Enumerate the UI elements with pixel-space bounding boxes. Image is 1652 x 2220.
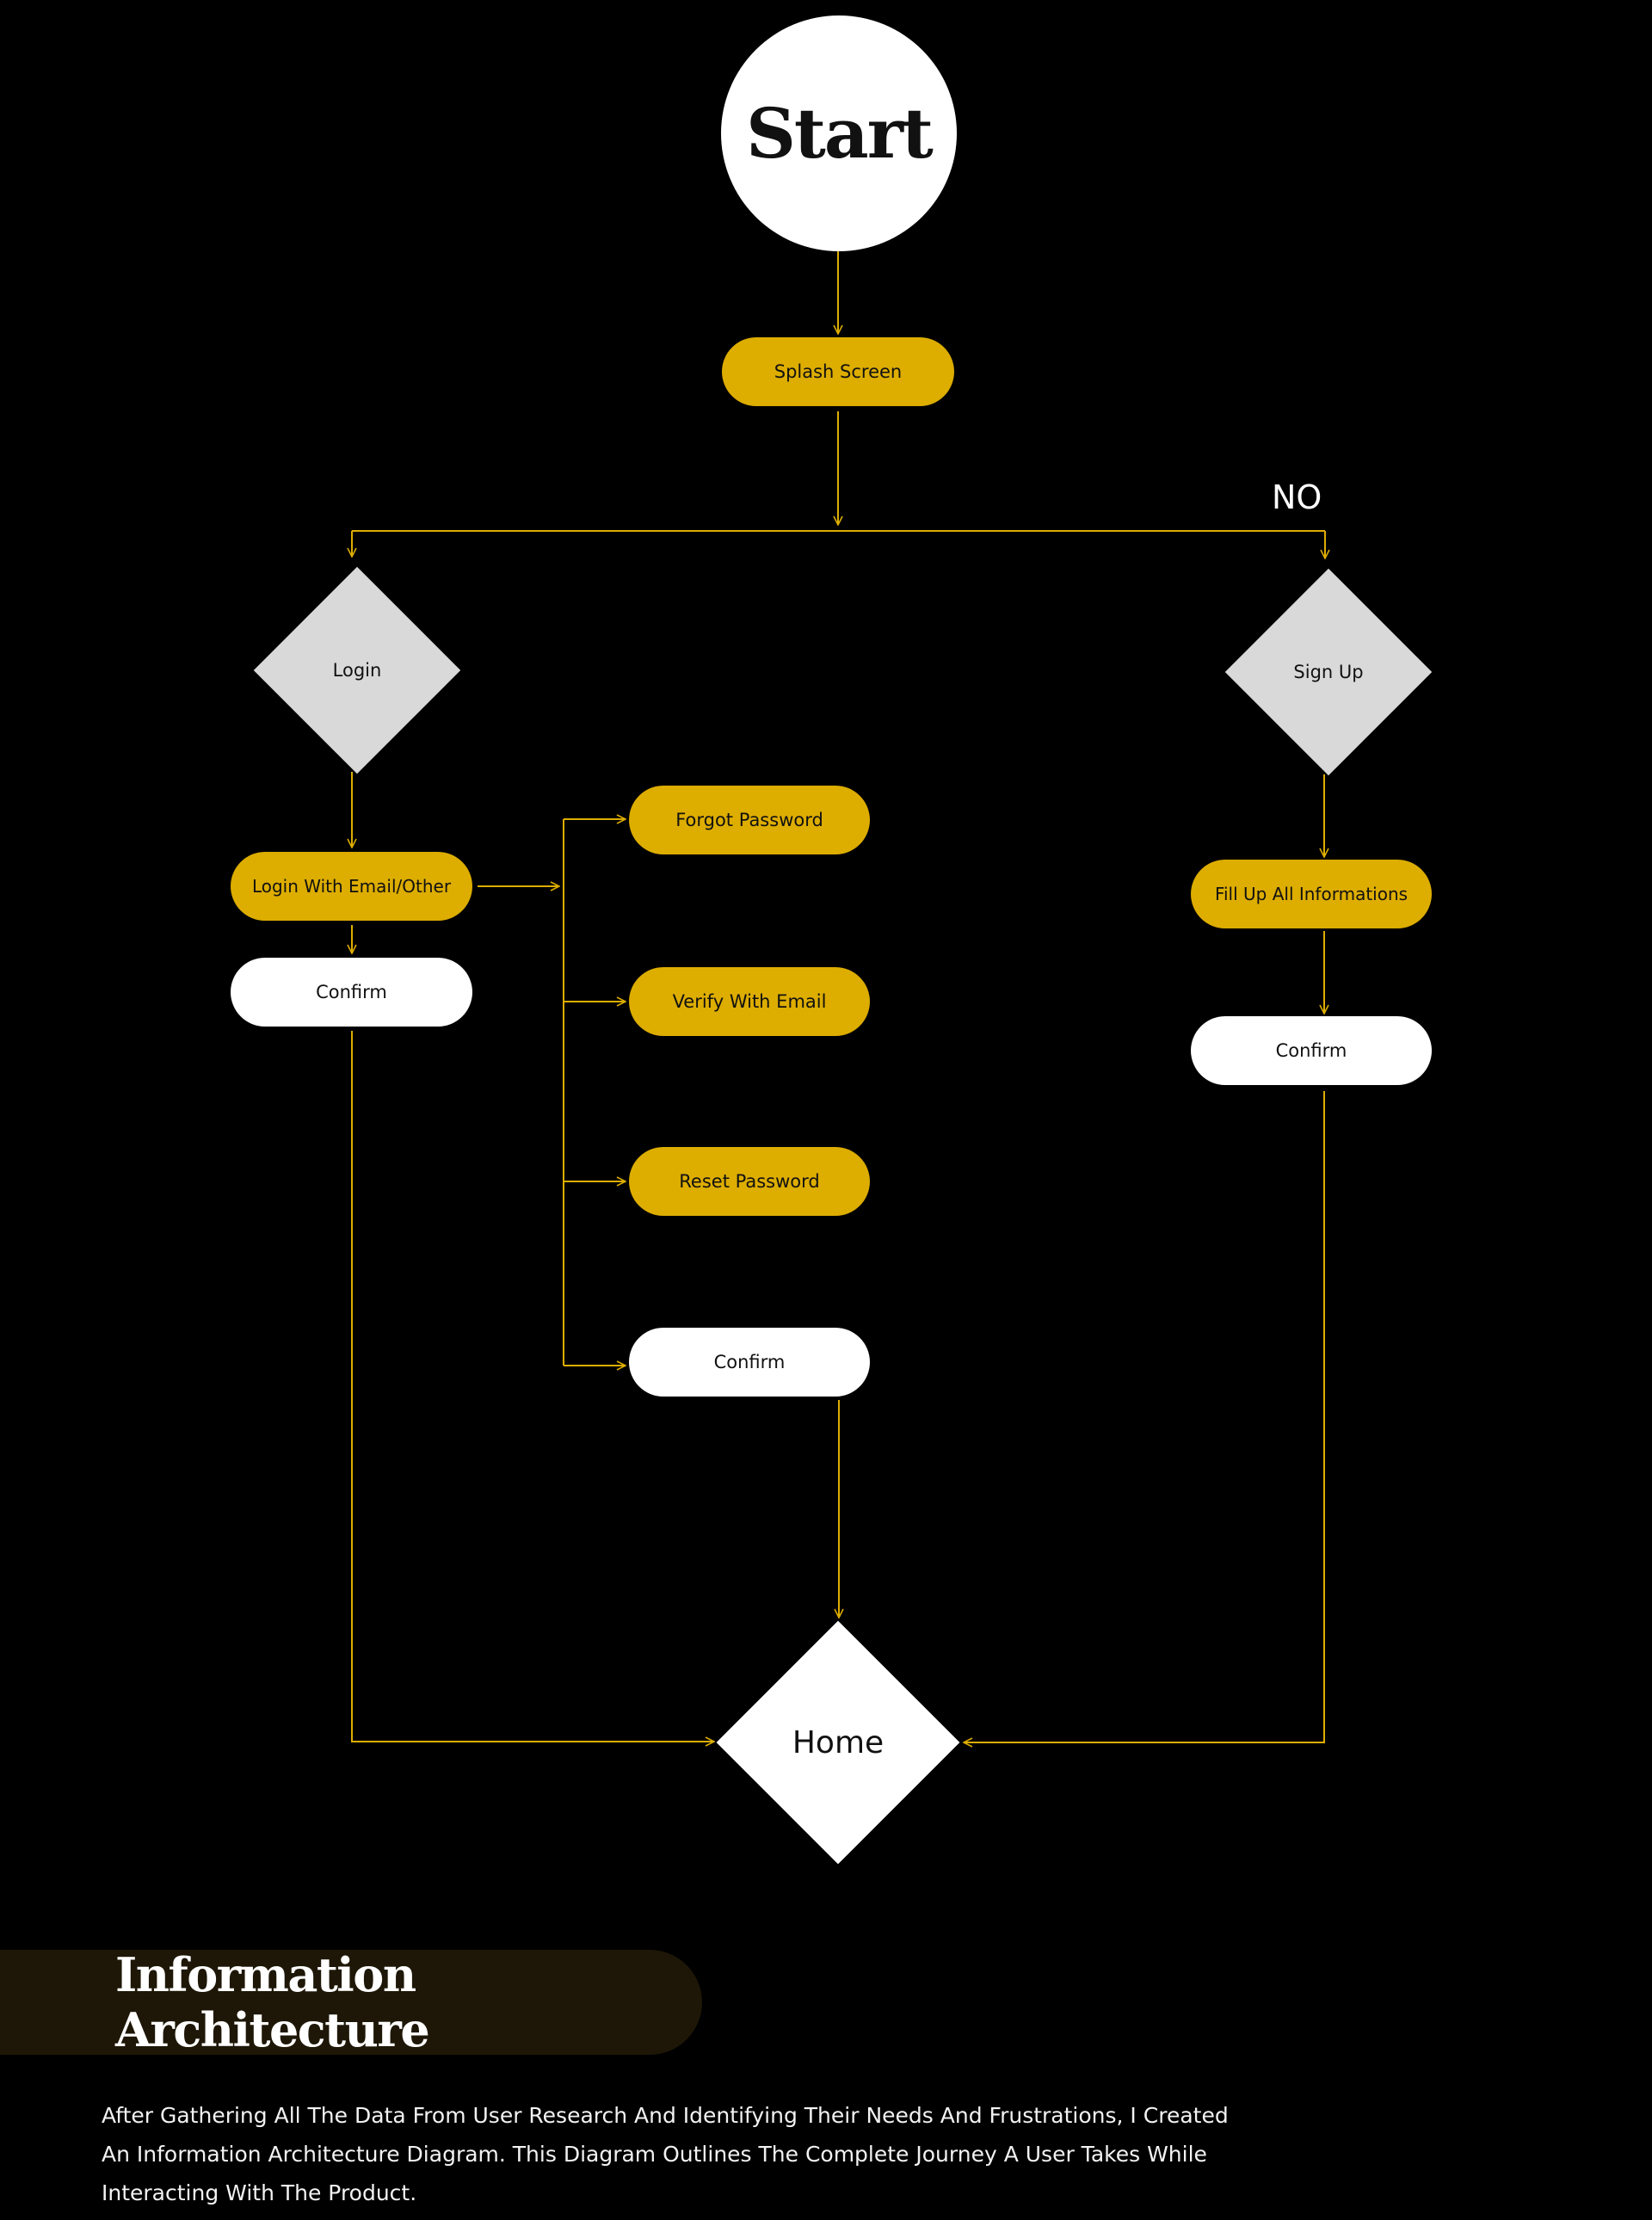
signup-label: Sign Up [1293,662,1364,682]
section-banner: Information Architecture [0,1947,702,2057]
verify-email-node: Verify With Email [629,967,870,1036]
fill-info-label: Fill Up All Informations [1214,884,1409,904]
reset-confirm-node: Confirm [629,1328,870,1397]
login-email-label: Login With Email/Other [251,876,452,897]
splash-screen-label: Splash Screen [774,361,903,382]
home-label: Home [792,1724,885,1761]
connector-signup-confirm-home [964,1091,1325,1742]
fill-info-node: Fill Up All Informations [1191,860,1432,928]
no-branch-label: NO [1272,478,1322,516]
verify-email-label: Verify With Email [672,991,827,1012]
splash-screen-node: Splash Screen [722,337,954,406]
login-decision: Login [253,566,461,774]
login-email-node: Login With Email/Other [231,852,472,921]
login-confirm-label: Confirm [316,982,387,1002]
flow-connectors [0,251,1652,1893]
connector-login-confirm-home [351,1031,714,1742]
section-description: After Gathering All The Data From User R… [102,2103,1229,2205]
reset-password-node: Reset Password [629,1147,870,1216]
section-title: Information Architecture [115,1947,430,2057]
start-label: Start [746,93,934,174]
reset-password-label: Reset Password [679,1171,820,1192]
start-node: Start [721,15,957,251]
home-decision: Home [716,1620,960,1865]
forgot-password-node: Forgot Password [629,786,870,854]
signup-confirm-label: Confirm [1275,1040,1347,1061]
reset-confirm-label: Confirm [713,1352,786,1372]
forgot-password-label: Forgot Password [675,810,823,830]
signup-decision: Sign Up [1224,568,1433,776]
login-confirm-node: Confirm [231,958,472,1027]
login-label: Login [332,660,382,681]
signup-confirm-node: Confirm [1191,1016,1432,1085]
